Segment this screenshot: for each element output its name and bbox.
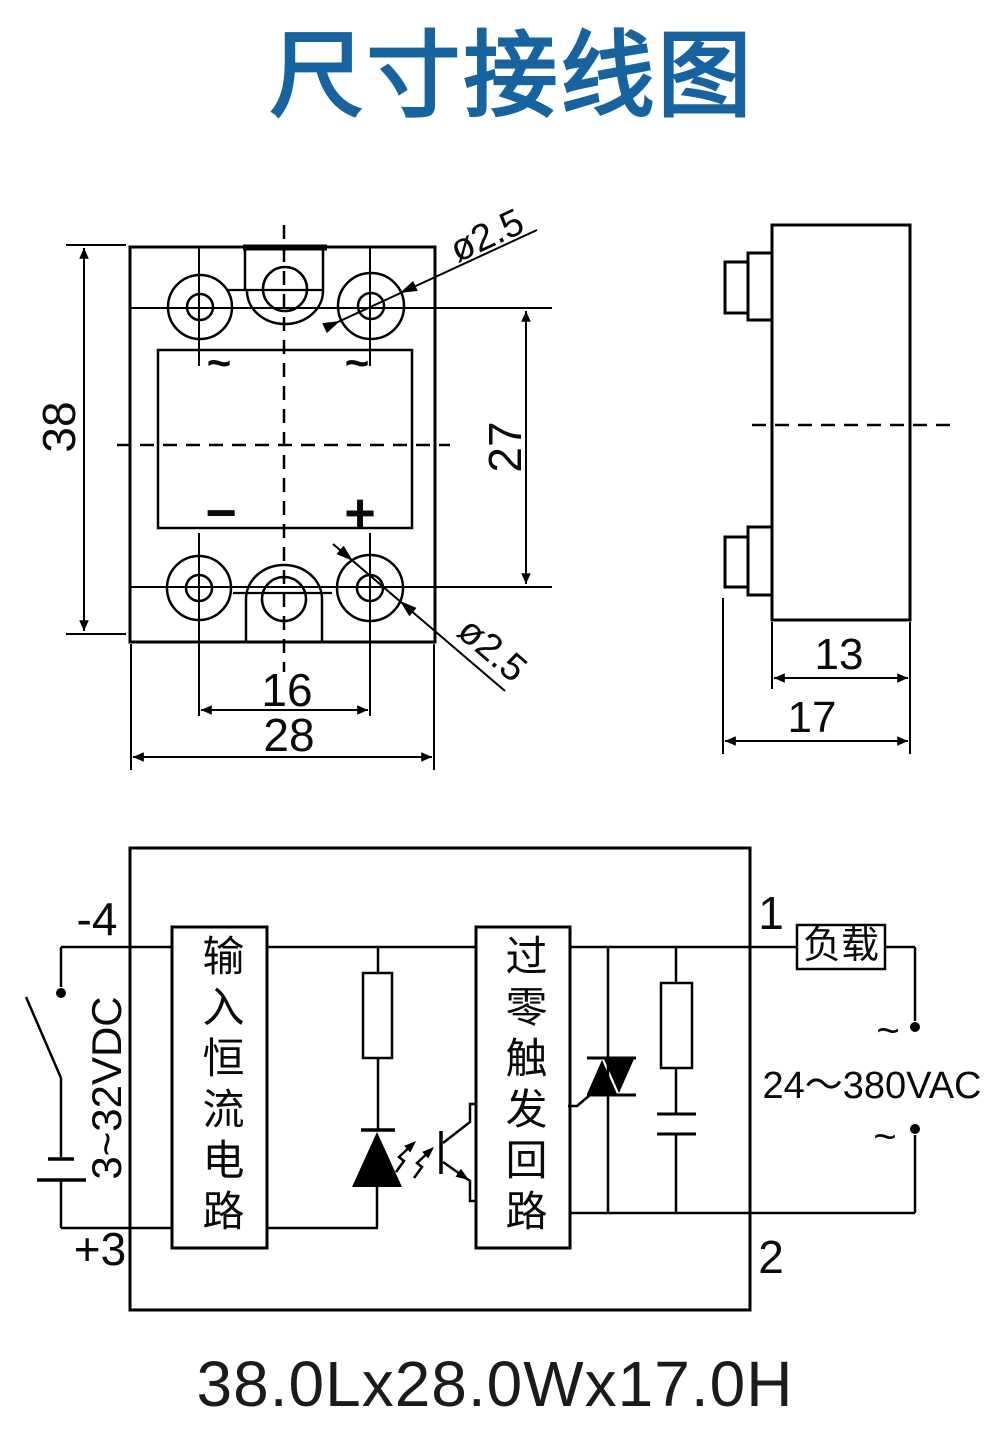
photo-arrow-1 [394,1142,415,1173]
resistor-snubber [659,981,694,1070]
resistor-input [361,971,394,1060]
phototransistor-collector [442,1102,476,1144]
terminal-3-label: +3 [73,1223,127,1275]
dim-38-label: 38 [33,401,85,453]
leader-hole-top [326,229,538,328]
trigger-block-box [474,925,572,1250]
terminal-1-label: 1 [758,887,784,939]
minus-terminal-label: − [205,483,237,543]
load-label: 负载 [802,925,880,967]
relay-circuit-boundary [128,846,752,1312]
input-voltage-label: 3~32VDC [83,996,130,1180]
input-block-label: 输入恒流电路 [197,934,244,1240]
side-terminal-lower-inner [746,525,774,597]
side-terminal-upper-outer [723,260,750,315]
dim-17-label: 17 [787,693,837,742]
triac-triangle-right [604,1059,634,1093]
screw-top-center [261,265,309,313]
ac-mark-right-label: ~ [344,339,370,386]
side-view-drawing [722,223,956,754]
phototransistor-emitter [442,1160,476,1203]
front-view-drawing [66,225,552,770]
ac-mark-bottom-label: ~ [873,1115,897,1159]
led-triangle [352,1132,402,1187]
output-voltage-label: 24～380VAC [762,1065,982,1107]
terminal-2-label: 2 [758,1231,784,1283]
overall-size-text: 38.0Lx28.0Wx17.0H [196,1348,794,1420]
circuit-diagram [24,846,920,1312]
terminal-4-label: -4 [76,893,118,945]
ac-terminal-dot-bottom [910,1124,920,1134]
triac-triangle-left [587,1060,617,1094]
triac-gate [568,1094,591,1108]
side-terminal-upper-inner [746,251,774,322]
ac-terminal-dot-top [910,1022,920,1032]
trigger-block-label: 过零触发回路 [500,934,547,1240]
dim-16-label: 16 [261,664,313,716]
ac-mark-left-label: ~ [206,339,232,386]
switch-blade [24,996,63,1079]
photo-arrow-2 [412,1148,433,1179]
side-body-outline [770,223,912,622]
dim-28-label: 28 [263,709,315,761]
plus-terminal-label: + [344,483,376,543]
dim-13-label: 13 [814,630,864,679]
page-title: 尺寸接线图 [269,23,755,128]
input-block-box [170,925,269,1250]
ac-mark-top-label: ~ [876,1009,900,1053]
switch-contact-dot [56,988,66,998]
dim-27-label: 27 [479,421,531,473]
leader-hole-bottom [332,543,506,692]
side-terminal-lower-outer [723,535,750,589]
bottom-center-boss-arc [244,563,324,600]
